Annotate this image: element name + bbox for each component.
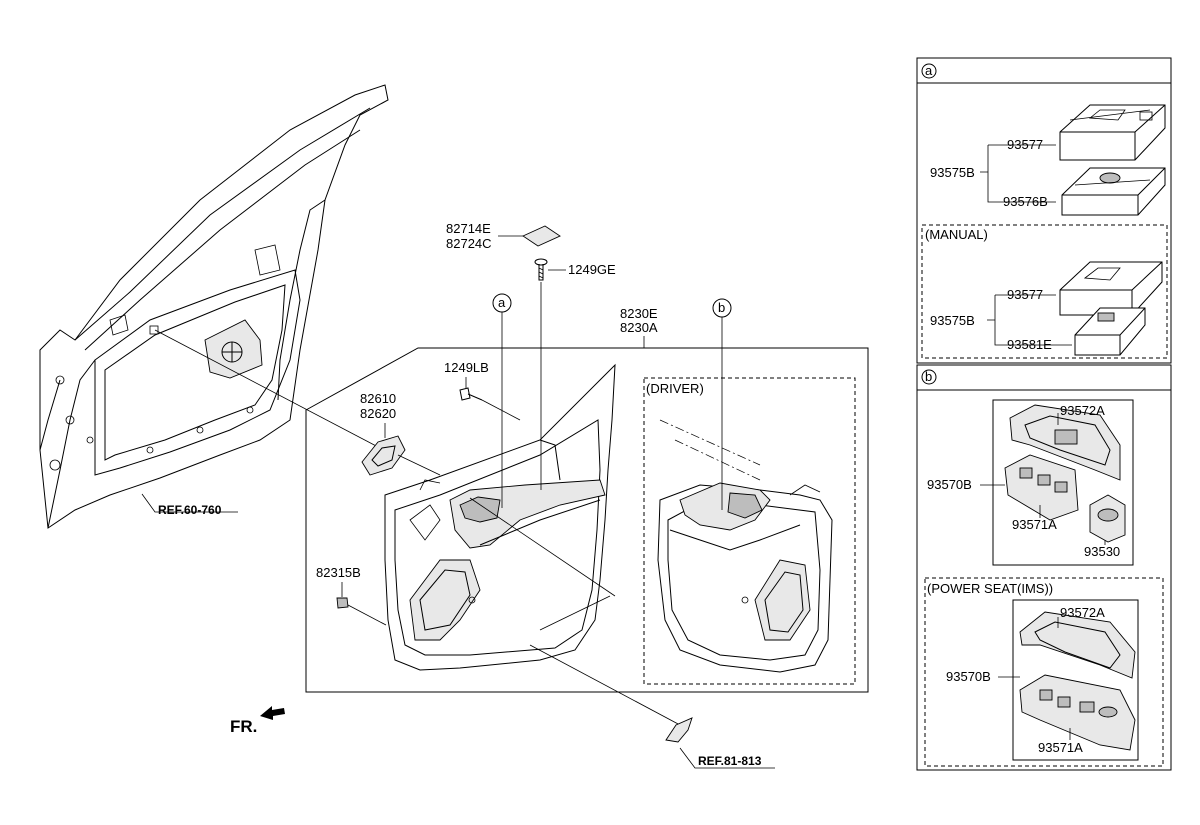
label-93572A-b1: 93572A — [1060, 403, 1105, 418]
screw-1249GE — [534, 258, 548, 281]
bracket-82610 — [361, 435, 406, 476]
door-frame-drawing — [39, 84, 389, 529]
switch-bezel-93572A — [1009, 404, 1121, 481]
screw-1249LB — [459, 387, 483, 401]
panel-a-callout: a — [925, 63, 933, 78]
power-seat-label: (POWER SEAT(IMS)) — [927, 581, 1053, 596]
label-93570B-b2: 93570B — [946, 669, 991, 684]
label-82620: 82620 — [360, 406, 396, 421]
label-93570B-b1: 93570B — [927, 477, 972, 492]
label-93577-a2: 93577 — [1007, 287, 1043, 302]
label-93576B: 93576B — [1003, 194, 1048, 209]
label-93572A-b2: 93572A — [1060, 605, 1105, 620]
ref-81-813-label: REF.81-813 — [698, 754, 762, 768]
panel-a: a 93577 93575B 93576B (MANUAL) — [916, 57, 1172, 364]
panel-b-callout: b — [925, 369, 932, 384]
callout-b-label: b — [718, 300, 725, 315]
front-arrow-icon — [260, 706, 285, 720]
switch-93571A-ims — [1019, 674, 1136, 751]
label-93571A-b1: 93571A — [1012, 517, 1057, 532]
door-trim-panel-drawing — [384, 363, 616, 671]
label-93575B-a2: 93575B — [930, 313, 975, 328]
label-93575B-a1: 93575B — [930, 165, 975, 180]
label-82714E: 82714E — [446, 221, 491, 236]
label-93530: 93530 — [1084, 544, 1120, 559]
label-82724C: 82724C — [446, 236, 492, 251]
panel-b: b 93572A 93570B 93571A 93530 (POWER SEAT… — [916, 364, 1172, 771]
switch-93577-top — [1059, 104, 1166, 161]
switch-bezel-93572A-ims — [1019, 611, 1136, 679]
label-8230E: 8230E — [620, 306, 658, 321]
front-label: FR. — [230, 717, 257, 736]
switch-93576B — [1061, 167, 1166, 216]
switch-93581E — [1074, 307, 1146, 356]
label-93581E: 93581E — [1007, 337, 1052, 352]
driver-variant-box — [643, 377, 856, 685]
clip-82315B — [336, 597, 349, 609]
driver-trim-panel-drawing — [657, 482, 833, 673]
label-82610: 82610 — [360, 391, 396, 406]
callout-a-label: a — [498, 295, 506, 310]
trim-assembly-box — [305, 347, 869, 693]
manual-label: (MANUAL) — [925, 227, 988, 242]
switch-93577-manual — [1059, 261, 1163, 316]
pad-82714E — [522, 225, 561, 247]
label-93577-a1: 93577 — [1007, 137, 1043, 152]
label-1249LB: 1249LB — [444, 360, 489, 375]
switch-93530 — [1089, 494, 1126, 543]
label-82315B: 82315B — [316, 565, 361, 580]
driver-label: (DRIVER) — [646, 381, 704, 396]
switch-93571A — [1004, 454, 1079, 521]
ref-60-760-label: REF.60-760 — [158, 503, 222, 517]
label-1249GE: 1249GE — [568, 262, 616, 277]
ref-81-813-part — [665, 717, 693, 743]
label-8230A: 8230A — [620, 320, 658, 335]
label-93571A-b2: 93571A — [1038, 740, 1083, 755]
